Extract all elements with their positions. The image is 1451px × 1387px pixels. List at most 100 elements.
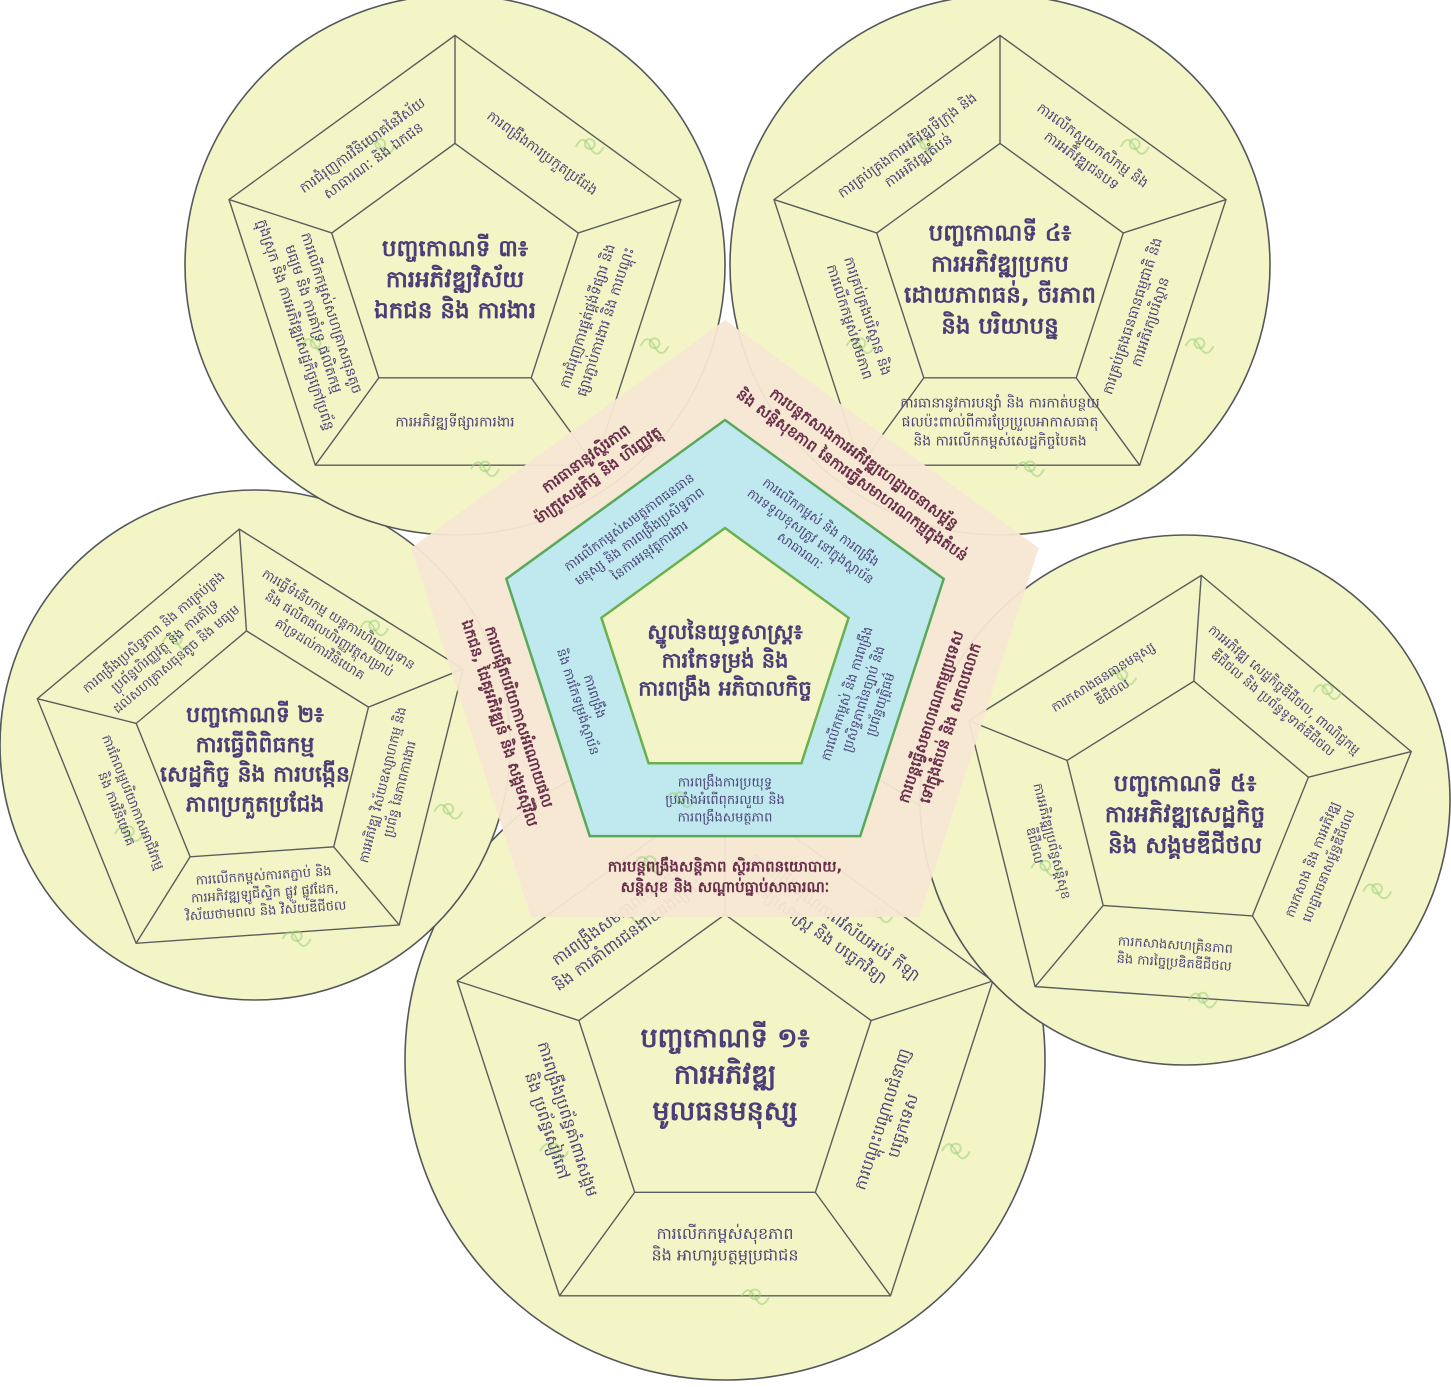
rectangle-title-line: ការអភិវឌ្ឍប្រកប: [931, 249, 1069, 279]
flourish-icon: [365, 138, 396, 155]
center-title: ស្នូលនៃយុទ្ធសាស្ត្រ៖ការកែទម្រង់ និងការពង…: [638, 618, 812, 702]
rectangle-side-label: ការធានានូវការបន្សាំ និង ការកាត់បន្ថយផលប៉…: [900, 394, 1100, 450]
flourish-icon: [539, 1142, 570, 1160]
rectangle-side-label-line: និង ការលើកកម្ពស់សេដ្ឋកិច្ចបៃតង: [913, 431, 1086, 449]
pentagon-spoke: [1123, 198, 1227, 234]
rectangle-title-line: ដោយភាពធន់, ចីរភាព: [904, 280, 1096, 309]
environment-label: ការបន្តពង្រឹងសន្តិភាព ស្ថិរភាពនយោបាយ,សន្…: [608, 857, 842, 898]
flourish-icon: [639, 337, 670, 355]
center-title-line: ការកែទម្រង់ និង: [662, 646, 789, 673]
rectangle-title-line: ឯកជន និង ការងារ: [374, 295, 536, 324]
rectangle-5: បញ្ចកោណទី ៥៖ការអភិវឌ្ឍសេដ្ឋកិច្ចនិង សង្គ…: [919, 534, 1451, 1066]
flourish-icon: [359, 619, 390, 637]
outer-pentagon: [456, 785, 994, 1297]
rectangle-side-label-line: និង អាហារូបត្ថម្ភប្រជាជន: [652, 1244, 799, 1266]
rectangle-4: បញ្ចកោណទី ៤៖ការអភិវឌ្ឍប្រកបដោយភាពធន់, ចី…: [729, 0, 1271, 536]
center-title-line: ការពង្រឹង អភិបាលកិច្ច: [638, 675, 812, 702]
flourish-icon: [300, 337, 331, 355]
rectangle-title-line: ការអភិវឌ្ឍ: [674, 1056, 776, 1091]
outer-pentagon: [773, 34, 1227, 466]
inner-pentagon: [1066, 680, 1310, 917]
flourish-icon: [1362, 882, 1393, 900]
pentagon-spoke: [314, 377, 380, 466]
rectangle-side-label: ការអភិវឌ្ឍទីផ្សារការងារ: [395, 412, 514, 430]
flourish-icon: [161, 633, 192, 651]
rectangle-title-line: និង បរិយាបន្ន: [941, 311, 1059, 341]
rectangle-side-label: ការលើកកម្ពស់សុខភាពនិង អាហារូបត្ថម្ភប្រជា…: [652, 1223, 799, 1267]
flourish-icon: [1184, 337, 1215, 355]
rectangle-title-line: ការអភិវឌ្ឍសេដ្ឋកិច្ច: [1105, 799, 1265, 829]
flourish-icon: [665, 791, 695, 808]
pentagon-spoke: [456, 980, 580, 1022]
inner-pentagon: [330, 142, 580, 379]
flourish-icon: [1312, 683, 1343, 700]
outer-pentagon: [967, 574, 1413, 1007]
rectangle-title-line: និង សង្គមឌីជីថល: [1108, 830, 1262, 860]
pentagon-spoke: [558, 1191, 636, 1297]
rectangle-side-label-line: ការធានានូវការបន្សាំ និង ការកាត់បន្ថយ: [900, 394, 1100, 413]
flourish-icon: [1030, 859, 1061, 877]
flourish-icon: [1015, 460, 1045, 478]
inner-ring-label: ការពង្រឹងការប្រយុទ្ធប្រឆាំងអំពើពុករលួយ ន…: [665, 774, 784, 826]
center-title-line: ស្នូលនៃយុទ្ធសាស្ត្រ៖: [647, 618, 803, 649]
inner-pentagon: [875, 142, 1125, 379]
pentagon-spoke: [238, 529, 248, 631]
rectangle-title-line: សេដ្ឋកិច្ច និង ការបង្កើន: [160, 760, 350, 788]
pentagon-spoke: [814, 1191, 892, 1297]
pentagon-spoke: [870, 980, 994, 1022]
rectangle-title-line: បញ្ចកោណទី ៤៖: [929, 217, 1072, 247]
inner-pentagon: [135, 630, 370, 858]
rectangle-title: បញ្ចកោណទី ៥៖ការអភិវឌ្ឍសេដ្ឋកិច្ចនិង សង្គ…: [1105, 768, 1265, 860]
inner-pentagon: [578, 913, 872, 1194]
flourish-icon: [114, 825, 144, 843]
rectangle-title-line: ការអភិវឌ្ឍវិស័យ: [386, 264, 524, 294]
pentagon-spoke: [135, 856, 191, 944]
rectangle-title-line: បញ្ចកោណទី ១៖: [641, 1020, 810, 1055]
flourish-icon: [940, 1142, 971, 1160]
rectangle-title: បញ្ចកោណទី ៣៖ការអភិវឌ្ឍវិស័យឯកជន និង ការង…: [374, 233, 536, 324]
pentagon-spoke: [968, 719, 1068, 761]
outer-pentagon: [228, 34, 682, 466]
rectangle-side-label-line: ការលើកកម្ពស់សុខភាព: [656, 1223, 793, 1245]
environment-label-line: សន្តិសុខ និង សណ្តាប់ធ្នាប់សាធារណៈ: [621, 877, 830, 898]
inner-ring-label-line: ការពង្រឹងសមត្ថភាព: [678, 809, 773, 826]
pentagon-spoke: [1034, 904, 1104, 988]
pentagon-spoke: [228, 198, 332, 234]
pentagon-spoke: [368, 668, 464, 708]
pentagon-spoke: [578, 198, 682, 234]
outer-pentagon: [36, 528, 464, 945]
inner-ring-label-line: ប្រឆាំងអំពើពុករលួយ និង: [665, 791, 784, 809]
flourish-icon: [1119, 138, 1150, 155]
flourish-icon: [433, 803, 464, 820]
pentagon-spoke: [37, 698, 137, 725]
rectangle-title-line: បញ្ចកោណទី ៣៖: [382, 233, 528, 263]
rectangle-title: បញ្ចកោណទី ២៖ការធ្វើពិពិធកម្មសេដ្ឋកិច្ច ន…: [160, 700, 350, 819]
flourish-icon: [910, 138, 941, 155]
pentagon-spoke: [773, 198, 877, 234]
flourish-icon: [1107, 668, 1138, 686]
rectangle-title-line: ការធ្វើពិពិធកម្ម: [196, 730, 315, 758]
inner-ring-label-line: ការពង្រឹងការប្រយុទ្ធ: [678, 774, 772, 792]
pentagon-spoke: [1075, 377, 1141, 466]
flourish-icon: [740, 1288, 770, 1306]
pentagon-spoke: [333, 846, 400, 926]
rectangle-side-label-line: ផលប៉ះពាល់ពីការប្រែប្រួលអាកាសធាតុ: [902, 412, 1099, 431]
flourish-icon: [845, 337, 876, 355]
pentagon-spoke: [1308, 750, 1412, 778]
flourish-icon: [470, 460, 500, 478]
rectangle-3: បញ្ចកោណទី ៣៖ការអភិវឌ្ឍវិស័យឯកជន និង ការង…: [184, 0, 726, 536]
rectangle-title-line: មូលធនមនុស្ស: [652, 1096, 797, 1130]
rectangle-title: បញ្ចកោណទី ៤៖ការអភិវឌ្ឍប្រកបដោយភាពធន់, ចី…: [904, 217, 1096, 340]
rectangle-title-line: បញ្ចកោណទី ២៖: [186, 700, 324, 728]
environment-label-line: ការបន្តពង្រឹងសន្តិភាព ស្ថិរភាពនយោបាយ,: [608, 857, 842, 877]
pentagon-spoke: [1193, 575, 1202, 682]
flourish-icon: [574, 138, 605, 155]
rectangle-2: បញ្ចកោណទី ២៖ការធ្វើពិពិធកម្មសេដ្ឋកិច្ច ន…: [0, 489, 511, 1001]
flourish-icon: [281, 930, 312, 947]
flourish-icon: [633, 855, 667, 874]
rectangle-side-label-line: ការអភិវឌ្ឍទីផ្សារការងារ: [395, 412, 514, 430]
rectangle-title: បញ្ចកោណទី ១៖ការអភិវឌ្ឍមូលធនមនុស្ស: [641, 1020, 810, 1130]
flourish-icon: [1187, 991, 1218, 1009]
pentagon-spoke: [1251, 915, 1310, 1007]
